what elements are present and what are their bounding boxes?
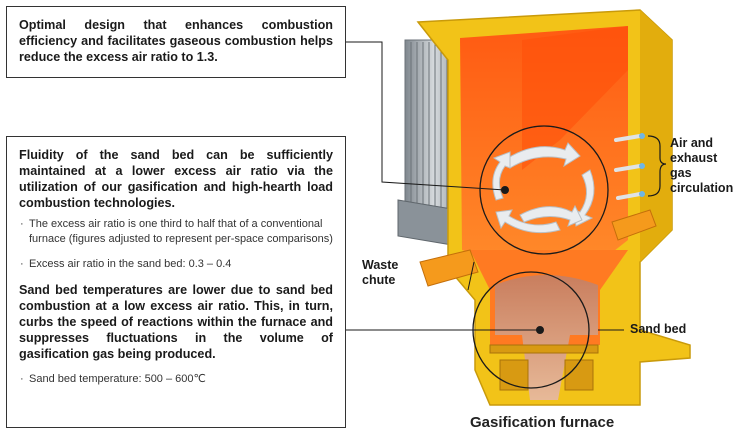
- air-circulation-label: Air and exhaust gas circulation: [670, 136, 733, 196]
- waste-chute: [419, 249, 479, 287]
- callout-efficiency-text: Optimal design that enhances combustion …: [19, 18, 333, 64]
- leader-line-top: [346, 41, 506, 191]
- circulation-highlight-circle: [479, 125, 609, 255]
- bullet-sand-bed-temperature: Sand bed temperature: 500 – 600℃: [19, 372, 333, 387]
- callout-efficiency: Optimal design that enhances combustion …: [6, 6, 346, 78]
- air-label-line-2: exhaust: [670, 151, 718, 165]
- bullet-sand-bed-air-ratio: Excess air ratio in the sand bed: 0.3 – …: [19, 257, 333, 272]
- air-label-line-4: circulation: [670, 181, 734, 195]
- waste-label-line-2: chute: [362, 273, 396, 287]
- circulation-arrows: [492, 142, 595, 234]
- air-label-line-1: Air and: [670, 136, 714, 150]
- sand-bed-label: Sand bed: [630, 322, 687, 336]
- bullet-excess-air-ratio: The excess air ratio is one third to hal…: [19, 217, 333, 247]
- waste-chute-label: Waste chute: [362, 258, 398, 288]
- callout-fluidity-text: Fluidity of the sand bed can be sufficie…: [19, 148, 333, 210]
- waste-label-line-1: Waste: [362, 258, 399, 272]
- air-label-line-3: gas: [670, 166, 692, 180]
- sand-bed-material: [495, 275, 598, 400]
- callout-sand-bed: Fluidity of the sand bed can be sufficie…: [6, 136, 346, 428]
- air-circulation-brace: [647, 135, 667, 197]
- callout-temperature-text: Sand bed temperatures are lower due to s…: [19, 283, 333, 361]
- diagram-caption: Gasification furnace: [470, 414, 615, 431]
